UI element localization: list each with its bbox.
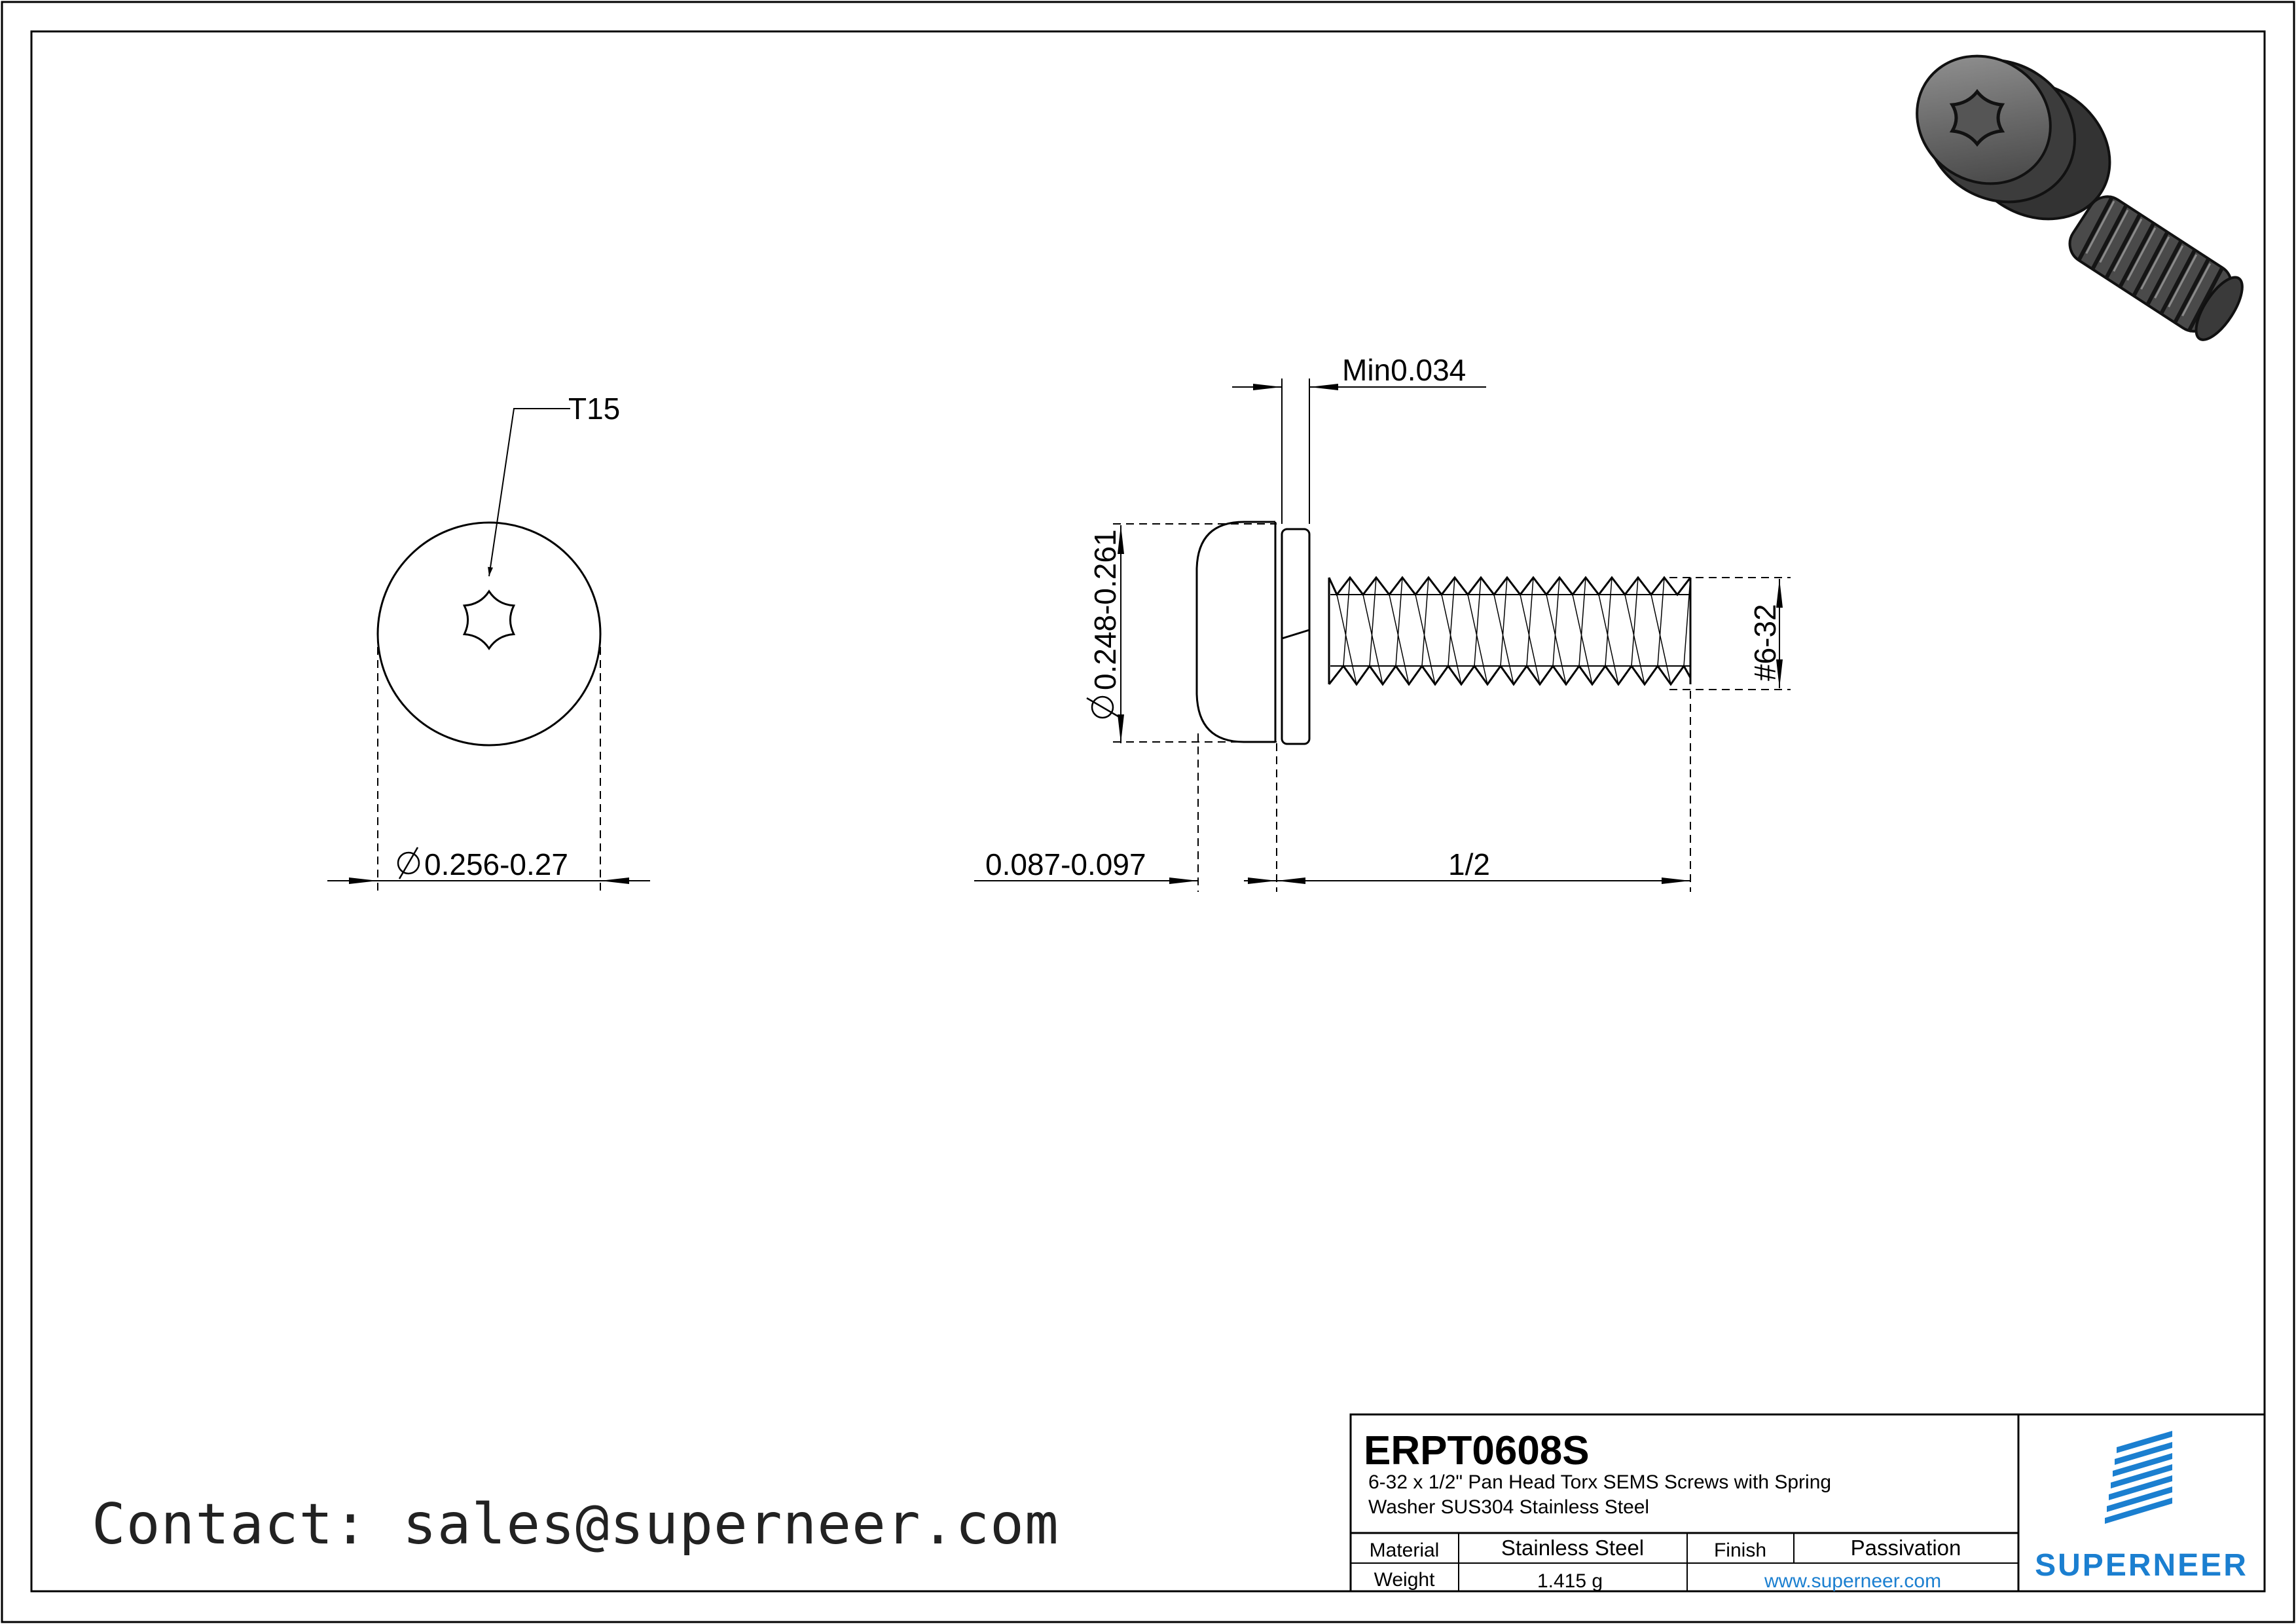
description-line-1: 6-32 x 1/2" Pan Head Torx SEMS Screws wi… [1368, 1471, 1831, 1493]
website-link[interactable]: www.superneer.com [1764, 1570, 1941, 1592]
t15-leader [488, 408, 570, 577]
screw-3d-render [1916, 54, 2244, 341]
thread-flanks [1336, 577, 1691, 685]
title-block: ERPT0608S 6-32 x 1/2" Pan Head Torx SEMS… [1349, 1413, 2266, 1593]
part-number: ERPT0608S [1364, 1428, 1590, 1473]
finish-value: Passivation [1851, 1536, 1961, 1560]
superneer-logo-icon [2105, 1431, 2172, 1524]
weight-value: 1.415 g [1537, 1570, 1603, 1592]
wdia-label-group: 0.248-0.261 [1086, 529, 1122, 719]
thread-size-label: #6-32 [1748, 604, 1782, 681]
spring-washer [1281, 528, 1311, 745]
screw-side-view: Min0.034 0.248-0.261 #6-32 0.087-0.097 1… [974, 353, 1791, 892]
inner-frame [30, 30, 2266, 1593]
finish-label: Finish [1714, 1540, 1766, 1561]
thread-profile-top [1328, 576, 1692, 597]
render-torx [1949, 88, 2005, 147]
torx-recess [462, 589, 516, 650]
diameter-symbol [397, 847, 420, 879]
length-label: 1/2 [1448, 847, 1490, 881]
material-value: Stainless Steel [1501, 1536, 1644, 1560]
head-top-view: T15 0.256-0.27 [327, 392, 650, 892]
head-outline [376, 521, 602, 747]
pan-head [1195, 521, 1275, 743]
head-diameter-label: 0.256-0.27 [424, 847, 568, 881]
head-height-label: 0.087-0.097 [985, 847, 1146, 881]
material-label: Material [1370, 1540, 1440, 1561]
washer-split [1281, 629, 1310, 640]
description-line-2: Washer SUS304 Stainless Steel [1368, 1496, 1649, 1518]
t15-label: T15 [568, 392, 620, 426]
brand-name: SUPERNEER [2035, 1548, 2248, 1583]
contact-email: Contact: sales@superneer.com [92, 1492, 1059, 1557]
render-shank [2068, 195, 2244, 341]
title-block-frame [1349, 1413, 2266, 1593]
washer-diameter-label: 0.248-0.261 [1088, 529, 1122, 690]
wdia-diameter-symbol [1086, 695, 1119, 719]
washer-thickness-label: Min0.034 [1342, 353, 1466, 387]
weight-label: Weight [1374, 1569, 1435, 1591]
thread-profile-bottom [1328, 664, 1692, 686]
